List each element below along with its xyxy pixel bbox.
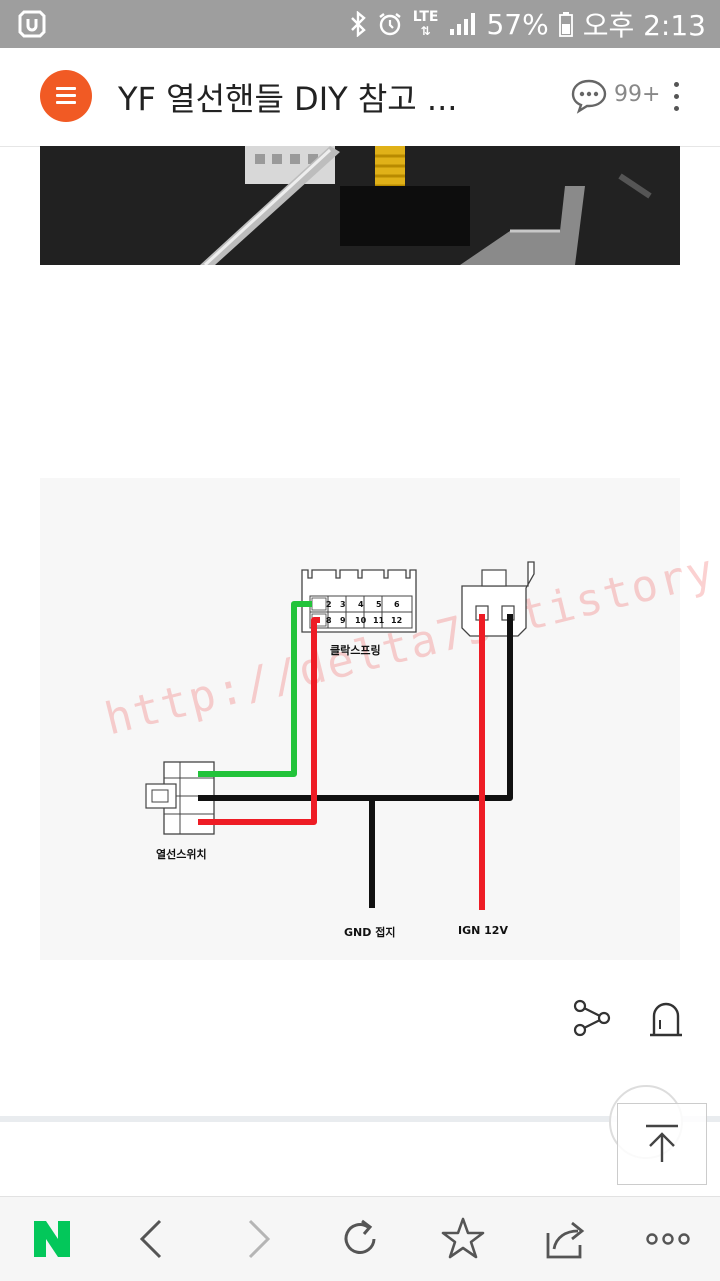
back-icon[interactable] bbox=[126, 1213, 178, 1265]
clockspring-connector bbox=[301, 569, 417, 633]
app-bar: YF 열선핸들 DIY 참고 ... 99+ bbox=[0, 48, 720, 147]
signal-icon bbox=[450, 13, 476, 35]
pin-label: 6 bbox=[394, 600, 400, 609]
star-icon[interactable] bbox=[437, 1213, 489, 1265]
pin-label: 11 bbox=[373, 616, 385, 625]
pin-label: 9 bbox=[340, 616, 346, 625]
menu-button[interactable] bbox=[40, 70, 92, 122]
alarm-icon bbox=[379, 13, 401, 36]
refresh-icon[interactable] bbox=[334, 1213, 386, 1265]
pin-label: 3 bbox=[340, 600, 346, 609]
green-wire bbox=[198, 601, 312, 777]
pin-label: 10 bbox=[355, 616, 367, 625]
forward-icon[interactable] bbox=[232, 1213, 284, 1265]
browser-toolbar bbox=[0, 1196, 720, 1281]
scroll-top-button[interactable] bbox=[617, 1103, 707, 1185]
section-divider bbox=[0, 1116, 720, 1122]
speech-bubble-icon[interactable] bbox=[570, 78, 608, 114]
hamburger-icon bbox=[56, 87, 76, 90]
share-out-icon[interactable] bbox=[540, 1213, 592, 1265]
status-bar: LTE ⇅ 57% 오후 2:13 bbox=[0, 0, 720, 48]
comment-count[interactable]: 99+ bbox=[614, 82, 661, 107]
pin-label: 2 bbox=[326, 600, 332, 609]
page-title: YF 열선핸들 DIY 참고 ... bbox=[118, 80, 458, 118]
wiring-diagram: http://delta75.tistory.com bbox=[40, 478, 720, 960]
red-wire-switch bbox=[198, 617, 320, 825]
ign-label: IGN 12V bbox=[458, 924, 508, 937]
switch-label: 열선스위치 bbox=[156, 848, 207, 861]
black-wire-main bbox=[198, 614, 513, 801]
lte-icon: LTE ⇅ bbox=[412, 9, 439, 38]
more-horizontal-icon[interactable] bbox=[642, 1213, 694, 1265]
pin-label: 4 bbox=[358, 600, 364, 609]
clock: 오후 2:13 bbox=[582, 9, 706, 42]
bell-icon[interactable] bbox=[646, 996, 686, 1040]
pin-label: 12 bbox=[391, 616, 403, 625]
naver-logo-icon[interactable] bbox=[26, 1213, 78, 1265]
pin-label: 5 bbox=[376, 600, 382, 609]
pin-label: 8 bbox=[326, 616, 332, 625]
clockspring-label: 클락스프링 bbox=[330, 644, 381, 657]
article-photo bbox=[40, 146, 680, 265]
bluetooth-icon bbox=[350, 11, 366, 37]
kebab-icon[interactable] bbox=[664, 80, 688, 114]
share-icon[interactable] bbox=[572, 996, 612, 1040]
gnd-label: GND 접지 bbox=[344, 926, 396, 939]
battery-percent: 57% bbox=[486, 7, 549, 41]
arrow-up-icon bbox=[646, 1124, 678, 1162]
app-notification-icon bbox=[18, 10, 46, 38]
battery-icon bbox=[558, 12, 573, 37]
ign-connector bbox=[461, 561, 535, 637]
